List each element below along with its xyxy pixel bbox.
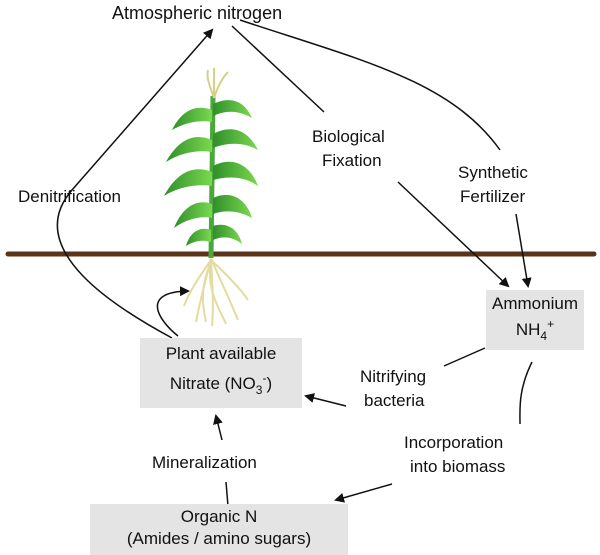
nitrate-formula-sub: 3 [255,383,263,397]
biological-fixation-label-line1: Biological [312,127,385,146]
ammonium-formula: NH4+ [486,317,584,343]
nitrate-label: Plant available [165,344,277,363]
nitrifying-bacteria-label-line2: bacteria [364,391,425,410]
nitrate-formula-sup: - [262,371,267,385]
nitrate-formula-suffix: ) [266,374,273,393]
mineralization-arrow [216,416,229,507]
ammonium-formula-base: NH [515,320,541,339]
denitrification-arrow [56,28,214,339]
nitrifying-arrow [304,393,347,407]
synthetic-fertilizer-arrow [239,19,528,286]
roots-icon [183,257,249,327]
ammonium-formula-sup: + [547,317,555,331]
biological-fixation-label-line2: Fixation [322,151,382,170]
incorporation-arrow-top [519,361,533,425]
incorporation-arrow [334,483,393,503]
nitrifying-bacteria-label-line1: Nitrifying [360,367,427,386]
organic-n-label: Organic N [180,507,258,526]
corn-plant-icon [164,68,258,259]
nitrate-box: Plant available Nitrate (NO3-) [140,338,302,408]
plant-uptake-arrow [156,286,190,337]
biological-fixation-arrow [231,25,508,286]
incorporation-label-line2: into biomass [410,457,506,476]
synthetic-fertilizer-label-line2: Fertilizer [460,187,526,206]
nitrate-formula-prefix: Nitrate (NO [169,374,256,393]
nitrate-formula: Nitrate (NO3-) [140,371,302,397]
incorporation-label-line1: Incorporation [404,433,504,452]
organic-n-box: Organic N (Amides / amino sugars) [90,504,348,555]
organic-n-sublabel: (Amides / amino sugars) [126,529,312,548]
mineralization-label: Mineralization [152,453,257,472]
atmospheric-nitrogen-label: Atmospheric nitrogen [112,3,283,23]
ammonium-formula-sub: 4 [540,329,548,343]
synthetic-fertilizer-label-line1: Synthetic [458,163,528,182]
denitrification-label: Denitrification [18,187,121,206]
ammonium-box: Ammonium NH4+ [486,290,584,350]
nitrifying-arrow-in [443,347,486,367]
ammonium-label: Ammonium [492,294,578,313]
